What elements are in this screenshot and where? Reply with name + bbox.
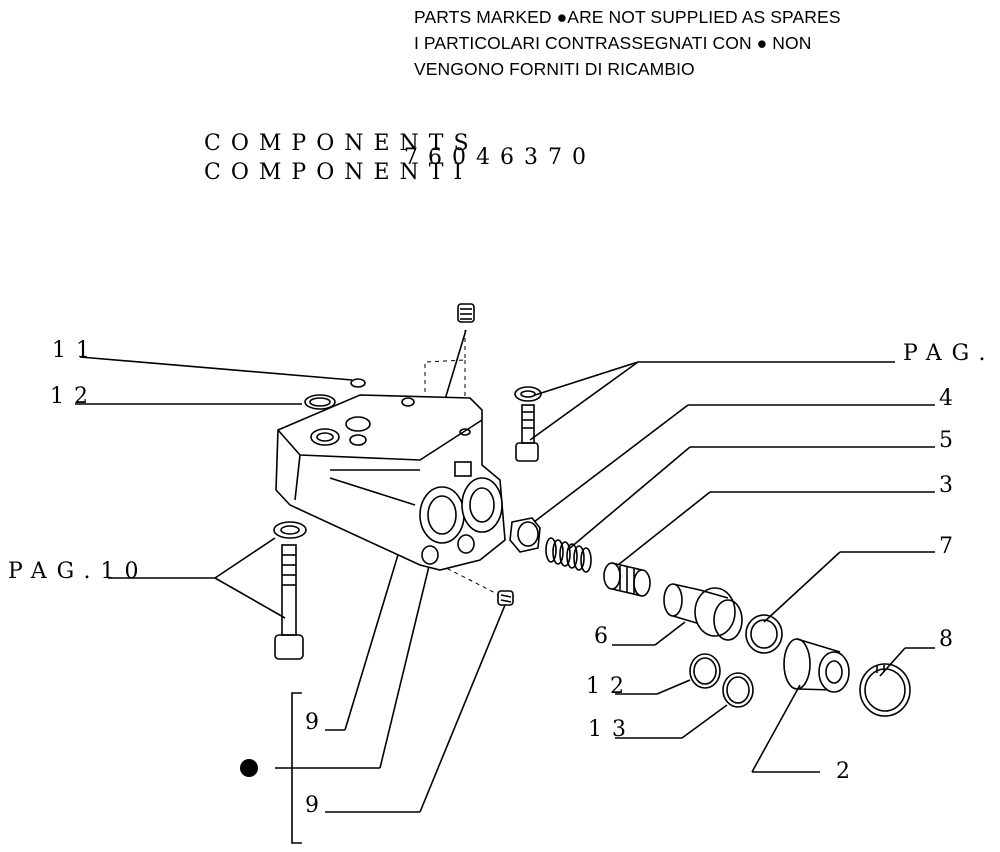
callout-12-bottom: 12 — [586, 674, 634, 699]
title-italian: COMPONENTI — [204, 160, 473, 185]
leader-7 — [763, 551, 841, 623]
leader-6 — [654, 621, 686, 646]
plug-4 — [509, 517, 541, 553]
callout-pag-10: PAG.10 — [8, 559, 149, 584]
callout-4: 4 — [939, 386, 963, 411]
leader-pag-right-b — [529, 361, 639, 441]
not-supplied-marker — [240, 759, 258, 777]
leader-12-bottom — [656, 679, 691, 695]
callout-9-bottom: 9 — [305, 793, 329, 818]
set-screw-top — [457, 303, 475, 323]
piston-2 — [783, 638, 850, 693]
callout-3: 3 — [939, 473, 963, 498]
bolt-left — [273, 521, 307, 660]
set-screw-bottom — [497, 590, 514, 606]
leader-5 — [569, 446, 691, 549]
spring-3 — [603, 562, 651, 597]
bolt-top-right — [514, 386, 542, 462]
leader-pag10-b — [214, 577, 286, 619]
leader-pag10-a — [214, 537, 276, 579]
note-line-3: VENGONO FORNITI DI RICAMBIO — [414, 59, 695, 79]
leader-2 — [751, 684, 801, 773]
o-ring-12-bottom — [689, 653, 721, 689]
note-line-2: I PARTICOLARI CONTRASSEGNATI CON ● NON — [414, 33, 812, 53]
callout-8: 8 — [939, 627, 963, 652]
callout-2: 2 — [836, 759, 860, 784]
ring-7 — [745, 614, 783, 654]
callout-11: 11 — [52, 338, 100, 363]
leader-pag-right-a — [534, 361, 639, 396]
note-line-1: PARTS MARKED ●ARE NOT SUPPLIED AS SPARES — [414, 7, 841, 27]
spool-6 — [663, 583, 743, 641]
leader-3 — [617, 491, 711, 566]
leader-4 — [529, 404, 689, 526]
leader-9-bottom — [419, 604, 506, 813]
valve-body — [275, 394, 506, 571]
callout-12-top: 12 — [50, 384, 98, 409]
callout-7: 7 — [939, 534, 963, 559]
leader-11 — [79, 356, 353, 381]
callout-5: 5 — [939, 428, 963, 453]
snap-ring-8 — [859, 663, 911, 717]
o-ring-13 — [722, 672, 754, 708]
title-english: COMPONENTS — [204, 131, 479, 156]
callout-pag-right: PAG. — [903, 341, 996, 366]
callout-9-top: 9 — [305, 710, 329, 735]
callout-13: 13 — [588, 717, 636, 742]
leader-13 — [681, 704, 728, 739]
bracket-9 — [291, 692, 302, 844]
part-code: 76046370 — [404, 145, 596, 170]
callout-6: 6 — [594, 624, 618, 649]
spring-5 — [545, 537, 592, 573]
o-ring-12-top — [304, 394, 336, 410]
leader-9-mid — [379, 561, 431, 769]
washer-11 — [350, 378, 366, 388]
